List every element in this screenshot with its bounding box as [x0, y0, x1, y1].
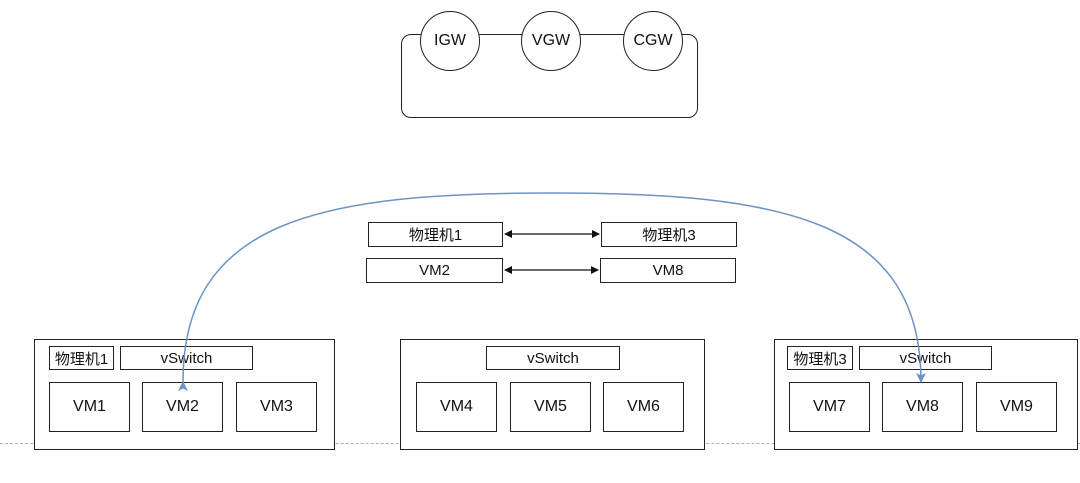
mapping-vm-right: VM8 — [600, 258, 736, 283]
vm-1: VM1 — [49, 382, 130, 432]
host-3-vswitch: vSwitch — [859, 346, 992, 370]
gateway-vgw: VGW — [521, 11, 581, 71]
gateway-igw: IGW — [420, 11, 480, 71]
mapping-host-left: 物理机1 — [368, 222, 503, 247]
mapping-vm-left: VM2 — [366, 258, 503, 283]
host-1-label: 物理机1 — [49, 346, 114, 370]
vm-9: VM9 — [976, 382, 1057, 432]
host-1-vswitch: vSwitch — [120, 346, 253, 370]
host-2-vswitch: vSwitch — [486, 346, 620, 370]
gateway-cgw: CGW — [623, 11, 683, 71]
host-3-label: 物理机3 — [787, 346, 853, 370]
tunnel-arc — [177, 192, 926, 392]
mapping-host-right: 物理机3 — [601, 222, 737, 247]
